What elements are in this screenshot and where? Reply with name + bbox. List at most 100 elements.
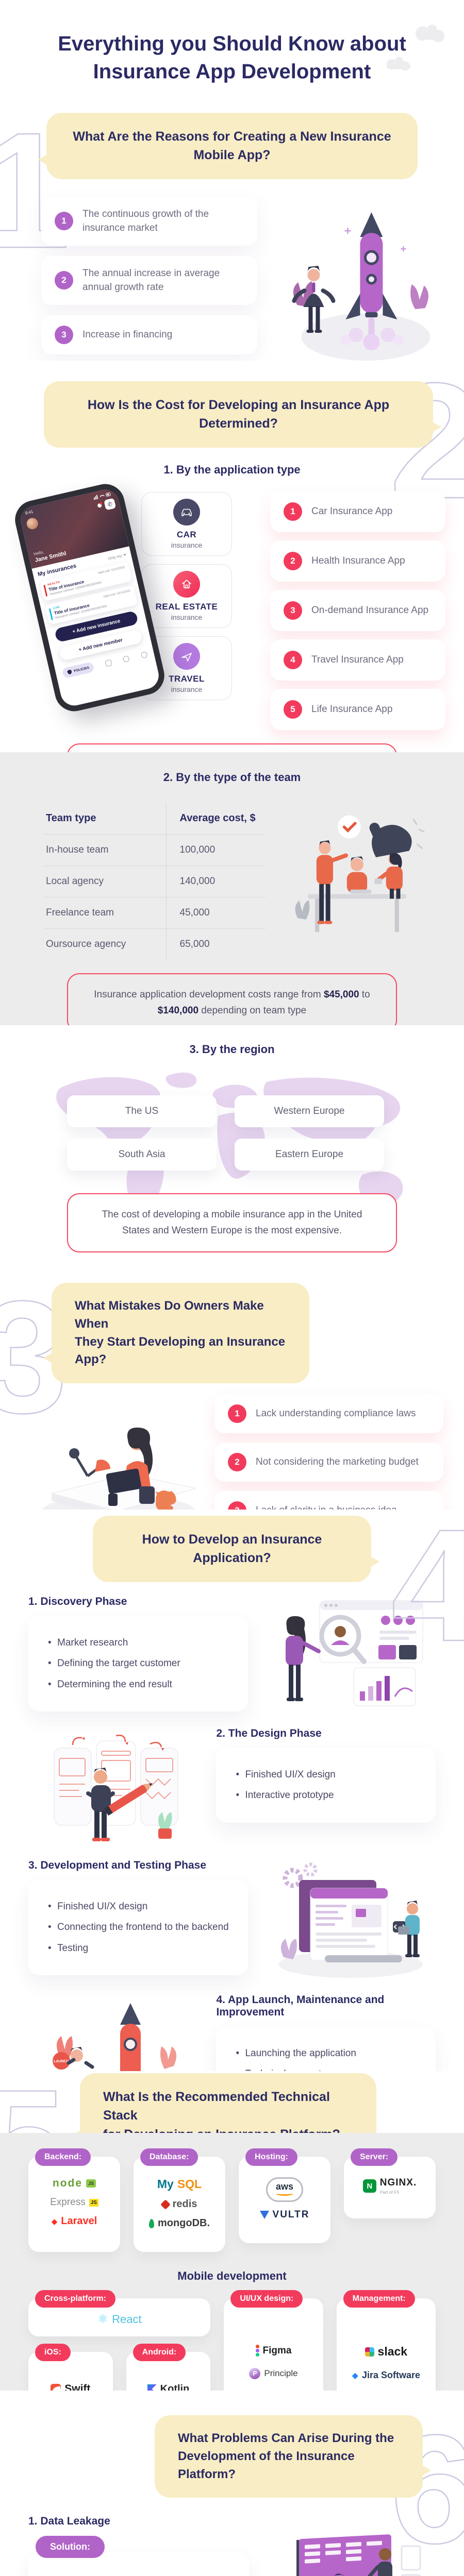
insurance-type-card-real-estate: REAL ESTATE insurance [141,564,232,628]
team-illustration [295,815,425,932]
section-problems: 6 What Problems Can Arise During the Dev… [0,2391,464,2576]
bubble-tail [419,2463,431,2478]
section1-question-bubble: What Are the Reasons for Creating a New … [38,113,418,179]
plane-icon [173,642,200,670]
bubble-tail [38,152,51,167]
avatar [25,516,40,531]
question-line1: What Is the Recommended Technical Stack [103,2090,330,2123]
phone-header: 9:41 ✆ Hello, Jane Smithl [18,486,129,569]
reason-number-badge: 1 [55,212,73,231]
basket-icon[interactable] [105,659,112,667]
bullet-item: Market research [47,1636,229,1651]
vultr-logo-icon: VULTR [259,2209,310,2221]
question-text: How Is the Cost for Developing an Insura… [87,398,390,431]
bullet-item: Finished UI/X design [235,1768,417,1783]
app-type-card: 4 Travel Insurance App [270,639,445,681]
phase-bullets: Launching the applicationTechnical suppo… [235,2046,417,2072]
phone-icon[interactable]: ✆ [104,498,117,511]
policies-tab[interactable]: POLICIES [61,661,95,679]
table-body: In-house team 100,000 Local agency 140,0… [44,835,266,960]
col-header-team-type: Team type [46,812,96,824]
card-subtitle: insurance [171,685,203,693]
react-logo-icon: ⚛ React [97,2312,142,2326]
phone-mockup: 9:41 ✆ Hello, Jane Smithl [11,480,169,715]
jira-logo-icon: ◆ Jira Software [352,2370,420,2380]
section-mistakes: 3 What Mistakes Do Owners Make When They… [0,1267,464,1510]
insurance-type-card-car: CAR insurance [141,492,232,556]
table-header-row: Team type Average cost, $ [44,803,266,835]
section-reasons: 1 What Are the Reasons for Creating a Ne… [0,106,464,361]
app-type-card: 3 On-demand Insurance App [270,589,445,631]
development-illustration [278,1862,423,1978]
cell-cost: 45,000 [165,897,266,928]
database-pill: Database: [140,2148,198,2166]
bullet-item: Launching the application [235,2046,417,2061]
phase-launch: 4. App Launch, Maintenance and Improveme… [0,1993,464,2072]
app-number-badge: 3 [284,601,302,620]
person-icon[interactable] [140,651,148,658]
cell-cost: 100,000 [165,835,266,866]
note-text: Insurance application development costs … [94,989,324,1000]
rocket-illustration [292,212,430,361]
region-name: The US [125,1106,159,1116]
data-leakage-illustration [296,2534,421,2576]
bell-icon[interactable] [97,502,103,508]
question-line2: for Developing an Insurance Platform? [103,2125,353,2133]
stack-card-management: Management: slack ◆ Jira Software CONFLU… [336,2290,436,2391]
note-text: depending on team type [198,1005,307,1016]
phase-discovery: 1. Discovery Phase Market researchDefini… [0,1596,464,1714]
region-card: Eastern Europe [235,1139,384,1171]
cell-team-type: Freelance team [46,907,114,918]
section-stack: Backend: node JS Express JS ◆ Laravel Da… [0,2133,464,2391]
card-subtitle: insurance [171,540,203,549]
mobile-development-heading: Mobile development [177,2269,287,2282]
svg-text:LAUNCH: LAUNCH [54,2060,69,2063]
hosting-pill: Hosting: [245,2148,297,2166]
chat-icon[interactable] [122,655,130,663]
col-header-average-cost: Average cost, $ [165,803,266,834]
section-how-to-develop: 4 How to Develop an Insurance Applicatio… [0,1510,464,2071]
note-bold: $140,000 [157,1005,199,1016]
bullet-item: Finished UI/X design [47,1900,229,1914]
app-type-text: Life Insurance App [311,703,393,715]
table-row: Freelance team 45,000 [44,897,266,929]
app-types-list: 1 Car Insurance App 2 Health Insurance A… [260,475,456,743]
question-line2: They Start Developing an Insurance App? [75,1334,286,1367]
sub-heading-app-type: 1. By the application type [163,463,301,476]
bubble-tail [367,1554,379,1569]
laravel-logo-icon: ◆ Laravel [51,2215,97,2227]
swift-logo-icon: Swift [51,2383,90,2391]
app-type-card: 1 Car Insurance App [270,490,445,532]
bullet-item: Connecting the frontend to the backend [47,1920,229,1935]
app-type-card: 2 Health Insurance App [270,540,445,582]
question-line1: What Mistakes Do Owners Make When [75,1299,264,1331]
section2-question-bubble: How Is the Cost for Developing an Insura… [44,381,441,448]
nodejs-logo-icon: node JS [53,2177,96,2190]
phase-title: 4. App Launch, Maintenance and Improveme… [216,1993,385,2018]
mistake-text: Lack of clarity in a business idea [256,1503,397,1510]
discovery-illustration [285,1600,423,1706]
car-icon [173,498,200,526]
mongodb-logo-icon: mongoDB. [148,2217,210,2229]
note-text: The cost of developing a mobile insuranc… [102,1209,362,1236]
cell-team-type: Local agency [46,876,104,887]
principle-logo-icon: P Principle [249,2368,298,2379]
note-text: to [359,989,370,1000]
mistake-number-badge: 3 [228,1501,246,1510]
region-card: South Asia [67,1139,217,1171]
phone-filter-dropdown[interactable]: Only my [107,552,127,561]
management-pill: Management: [343,2290,415,2308]
cell-team-type: Oursource agency [46,939,126,950]
team-cost-table: Team type Average cost, $ In-house team … [44,803,266,960]
reason-number-badge: 3 [55,325,73,344]
region-name: Western Europe [274,1106,345,1116]
section3-question-bubble: What Mistakes Do Owners Make When They S… [43,1283,309,1384]
aws-logo-icon: aws [266,2177,304,2202]
kotlin-logo-icon: Kotlin [147,2383,189,2391]
solution-pill: Solution: [36,2536,105,2558]
bullet-item: Testing [47,1941,229,1956]
card-title: TRAVEL [169,673,205,684]
cost-note-team: Insurance application development costs … [67,973,397,1025]
card-title: REAL ESTATE [155,601,218,612]
